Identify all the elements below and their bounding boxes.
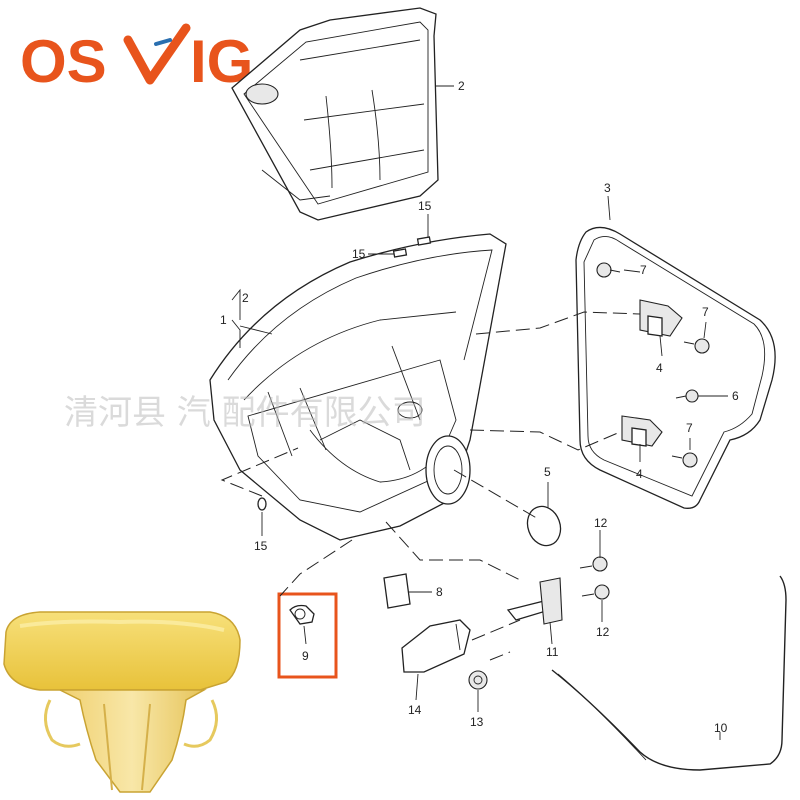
callout-4-lower: 4 — [636, 467, 643, 481]
callout-2-top: 2 — [458, 79, 465, 93]
plug-15-top-b — [416, 236, 432, 246]
callout-7-low: 7 — [686, 421, 693, 435]
screw-12-top — [579, 556, 608, 572]
callout-2-side: 2 — [242, 291, 249, 305]
screw-12-low — [581, 584, 610, 600]
callout-15-left: 15 — [352, 247, 366, 261]
logo-check-icon — [123, 23, 191, 85]
trim-clip-9 — [289, 604, 315, 625]
callout-15-top: 15 — [418, 199, 432, 213]
bolt-7-low — [671, 452, 698, 468]
highlight-frame — [277, 592, 338, 679]
callout-numbers: 2 3 15 15 2 1 7 7 4 6 7 4 5 15 8 9 12 12… — [220, 79, 739, 735]
sticker-pad — [383, 573, 411, 609]
callout-3: 3 — [604, 181, 611, 195]
callout-4-upper: 4 — [656, 361, 663, 375]
bolt-7-top — [596, 262, 621, 278]
callout-9: 9 — [302, 649, 309, 663]
connection-lines — [220, 311, 641, 661]
callout-8: 8 — [436, 585, 443, 599]
plug-15-bottom — [257, 497, 267, 511]
leader-lines — [231, 85, 728, 740]
callout-11: 11 — [546, 645, 559, 659]
door-shell — [209, 233, 507, 541]
callout-12-low: 12 — [596, 625, 610, 639]
upper-hinge — [639, 299, 683, 337]
callout-15-bottom: 15 — [254, 539, 268, 553]
cable-10 — [551, 575, 787, 771]
callout-13: 13 — [470, 715, 484, 729]
callout-5: 5 — [544, 465, 551, 479]
cover-disc — [526, 505, 562, 547]
callout-14: 14 — [408, 703, 422, 717]
lower-hinge — [621, 415, 663, 447]
door-trim-panel — [231, 7, 439, 221]
callout-7-mid: 7 — [702, 305, 709, 319]
watermark-text: 清河县 汽 配件有限公司 — [64, 393, 426, 433]
nut-13 — [468, 670, 488, 690]
bolt-7-mid — [683, 338, 710, 354]
callout-1: 1 — [220, 313, 227, 327]
product-photo-clip — [3, 611, 241, 793]
door-handle — [401, 619, 471, 673]
brand-logo: OS IG — [20, 23, 253, 95]
callout-12-top: 12 — [594, 516, 608, 530]
logo-letters-left: OS — [20, 28, 107, 95]
plug-15-top-a — [392, 248, 408, 258]
door-check-strap — [506, 577, 563, 625]
callout-7-top: 7 — [640, 263, 647, 277]
callout-6: 6 — [732, 389, 739, 403]
callout-10: 10 — [714, 721, 728, 735]
